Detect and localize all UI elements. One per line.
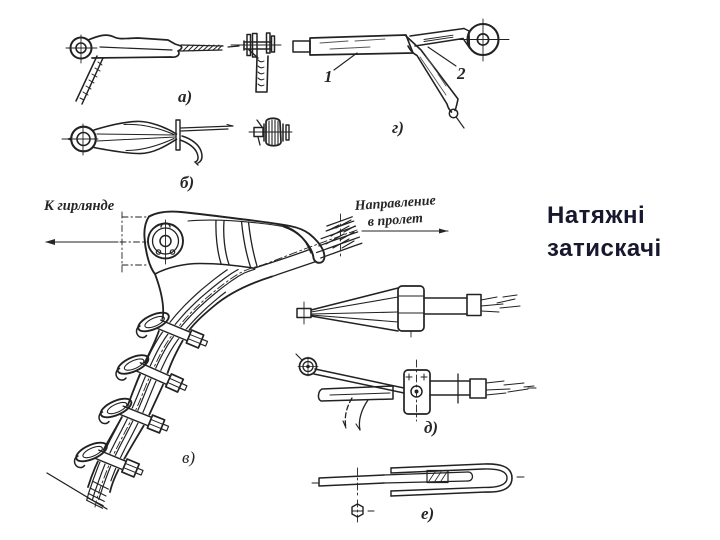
svg-text:г): г) — [392, 118, 404, 137]
svg-text:б): б) — [180, 173, 194, 192]
svg-text:в пролет: в пролет — [367, 211, 423, 230]
svg-text:а): а) — [178, 87, 192, 106]
svg-text:е): е) — [421, 504, 434, 523]
svg-text:2: 2 — [456, 64, 466, 83]
svg-text:Направление: Направление — [353, 193, 436, 214]
svg-text:д): д) — [424, 418, 438, 437]
svg-text:1: 1 — [324, 67, 333, 86]
svg-text:К гирлянде: К гирлянде — [43, 198, 115, 214]
svg-text:в): в) — [182, 448, 195, 467]
